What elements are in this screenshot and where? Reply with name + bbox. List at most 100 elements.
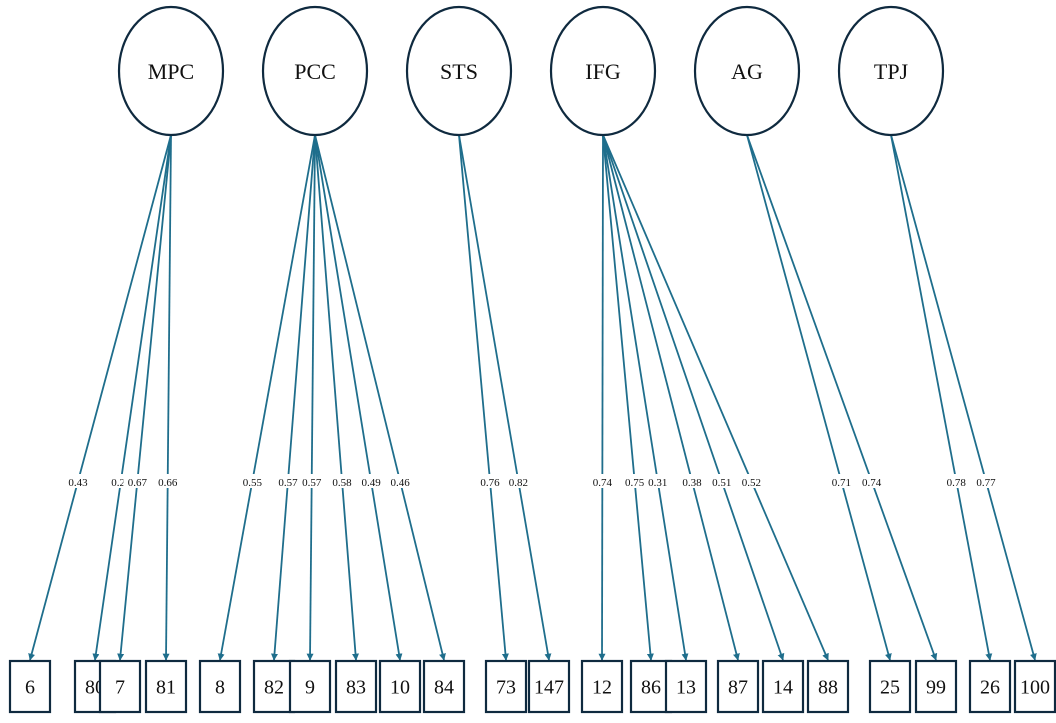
factor-ellipse [693,5,801,137]
path-arrow [28,134,172,661]
factor-label: PCC [294,59,336,84]
indicator-box [1013,659,1056,714]
path-arrow [602,134,829,661]
path-arrow [458,134,509,661]
loading-label: 0.57 [302,477,322,489]
indicator-81: 81 [144,659,188,714]
indicator-box [422,659,466,714]
loading-label-bg [678,474,707,488]
indicator-box [527,659,571,714]
loading-label: 0.55 [243,477,263,489]
indicator-label: 26 [980,677,1000,699]
indicator-label: 73 [496,677,516,699]
path-arrow [314,134,403,661]
loading-label-bg [942,474,971,488]
loading-label-bg [643,474,672,488]
path-arrow [162,134,172,661]
indicator-12: 12 [580,659,624,714]
factor-ellipse [261,5,369,137]
indicator-13: 13 [664,659,708,714]
loading-label: 0.82 [509,477,528,489]
indicator-label: 25 [880,677,900,699]
loading-label: 0.57 [278,477,298,489]
indicator-box [378,659,422,714]
paths-layer [28,134,1037,661]
factor-ag: AG [693,5,801,137]
indicator-14: 14 [761,659,805,714]
indicator-25: 25 [868,659,912,714]
loading-label: 0.74 [862,477,882,489]
indicator-84: 84 [422,659,466,714]
indicator-box [198,659,242,714]
indicator-label: 8 [215,677,225,699]
factor-ellipse [405,5,513,137]
loading-label: 0.75 [625,477,645,489]
loading-label-bg [238,474,267,488]
indicator-box [580,659,624,714]
factor-mpc: MPC [117,5,225,137]
indicator-box [868,659,912,714]
loading-label-bg [123,474,152,488]
indicator-box [288,659,332,714]
loading-label-bg [328,474,357,488]
indicator-label: 13 [676,677,696,699]
loading-label: 0.71 [832,477,851,489]
loading-label: 0.51 [712,477,731,489]
indicator-label: 12 [592,677,612,699]
loading-label: 0.58 [332,477,352,489]
loading-label-bg [504,474,533,488]
path-arrow [306,134,316,661]
factor-tpj: TPJ [837,5,945,137]
indicator-73: 73 [484,659,528,714]
path-arrow [602,134,654,661]
factor-label: IFG [585,59,621,84]
loading-label: 0.38 [682,477,702,489]
path-arrow [271,134,316,661]
path-arrow [117,134,172,661]
factor-label: TPJ [874,59,909,84]
loading-label: 0.74 [593,477,613,489]
path-arrow [602,134,689,661]
path-arrow [746,134,938,661]
indicator-88: 88 [806,659,850,714]
indicator-box [334,659,378,714]
factor-pcc: PCC [261,5,369,137]
loading-label-bg [588,474,617,488]
indicator-label: 86 [641,677,661,699]
loading-label-bg [707,474,736,488]
loading-label-bg [386,474,415,488]
loading-label-bg [476,474,505,488]
indicator-label: 14 [773,677,793,699]
loading-label-bg [737,474,766,488]
indicator-box [144,659,188,714]
path-arrow [314,134,359,661]
path-arrow [602,134,785,661]
indicator-label: 7 [115,677,125,699]
indicator-26: 26 [968,659,1012,714]
indicator-box [664,659,708,714]
factor-ifg: IFG [549,5,657,137]
loading-label: 0.78 [947,477,967,489]
indicator-label: 100 [1020,677,1050,699]
loading-label: 0.52 [742,477,761,489]
indicator-87: 87 [716,659,760,714]
indicator-box [8,659,52,714]
loading-label: 0.43 [68,477,88,489]
indicator-9: 9 [288,659,332,714]
indicator-label: 81 [156,677,176,699]
indicator-99: 99 [914,659,958,714]
path-arrow [746,134,892,661]
indicator-box [914,659,958,714]
factor-ellipse [837,5,945,137]
loading-label: 0.46 [390,477,410,489]
loading-label-bg [357,474,386,488]
indicator-86: 86 [629,659,673,714]
loading-label-bg [297,474,326,488]
loading-label-bg [63,474,92,488]
path-arrow [890,134,1037,661]
indicator-label: 84 [434,677,454,699]
path-arrow [314,134,446,661]
factor-label: STS [440,59,478,84]
loading-label: 0.67 [128,477,148,489]
indicator-label: 6 [25,677,35,699]
